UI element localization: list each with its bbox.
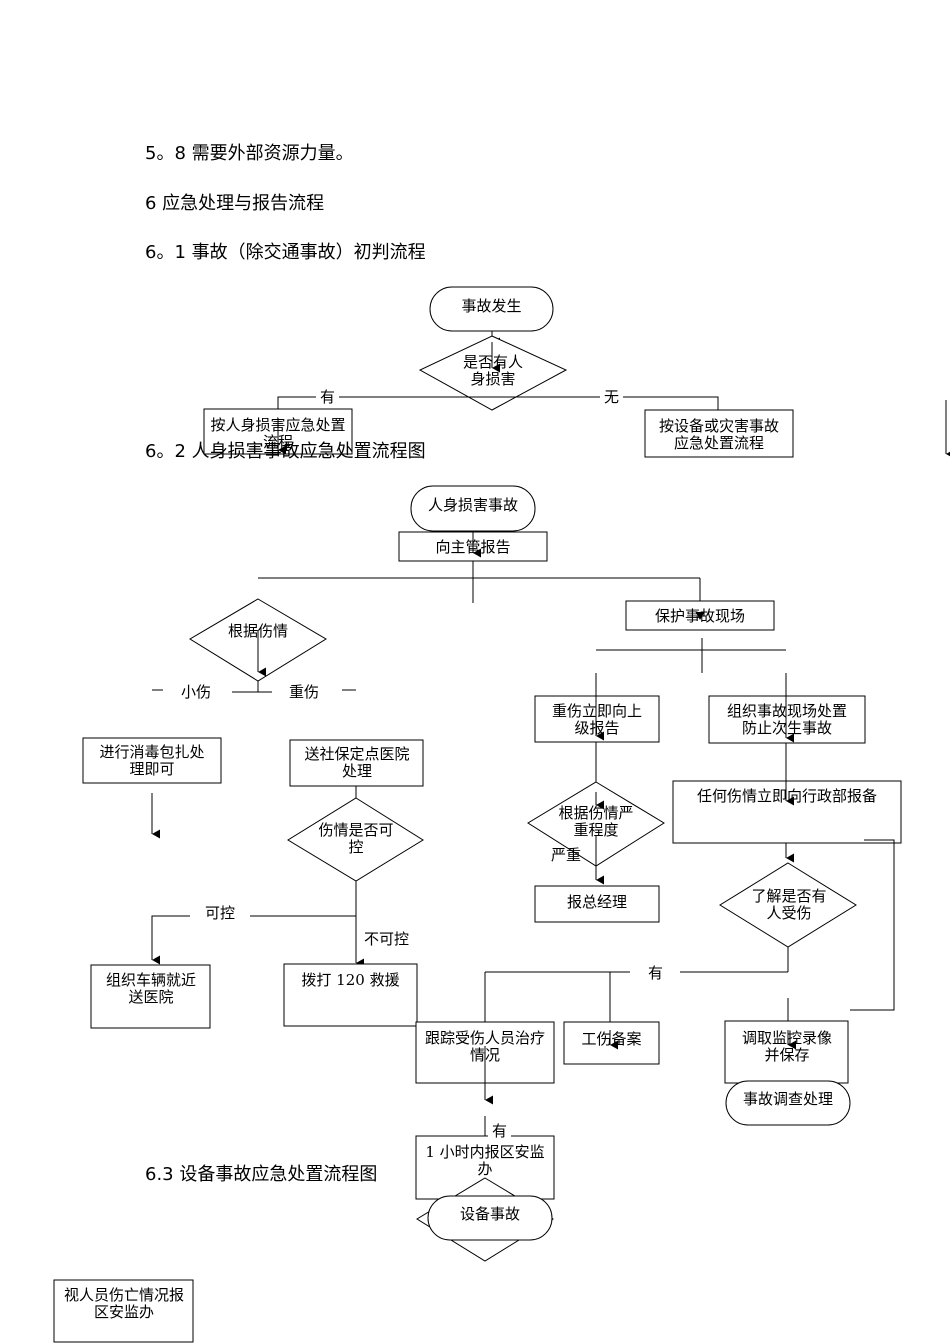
injury-start-node: 人身损害事故 [427,496,518,514]
report-supervisor-box: 向主管报告 [435,538,511,556]
severe-injury-label: 重伤 [285,681,324,702]
has-label-2: 有 [488,1120,512,1141]
organize-scene-box: 组织事故现场处置防止次生事故 [726,702,847,737]
investigation-node: 事故调查处理 [742,1090,833,1108]
serious-label: 严重 [550,846,581,864]
equipment-disaster-process-box: 按设备或灾害事故应急处置流程 [658,417,779,452]
injury-record-box: 工伤备案 [581,1030,642,1048]
has-label: 有 [644,962,668,983]
controllable-diamond: 伤情是否可控 [318,821,394,856]
heading-6-1: 6。1 事故（除交通事故）初判流程 [145,242,426,263]
report-gm-box: 报总经理 [566,893,627,911]
equipment-start-node: 设备事故 [459,1205,520,1223]
protect-scene-box: 保护事故现场 [654,607,745,625]
yes-label: 有 [316,386,340,407]
track-treatment-box: 跟踪受伤人员治疗情况 [424,1029,545,1064]
start-node: 事故发生 [461,297,522,315]
disinfect-box: 进行消毒包扎处理即可 [99,743,205,778]
severity-diamond: 根据伤情严重程度 [558,804,634,839]
uncontrollable-label: 不可控 [360,928,414,949]
no-label: 无 [600,386,624,407]
call-120-box: 拨打 120 救援 [301,971,400,989]
personal-injury-process-box: 按人身损害应急处置流程 [210,416,346,451]
one-hour-report-box: 1 小时内报区安监办 [425,1143,545,1178]
cctv-box: 调取监控录像并保存 [741,1029,832,1064]
controllable-label: 可控 [205,904,236,922]
admin-report-box: 任何伤情立即向行政部报备 [696,787,877,805]
heading-6-2: 6。2 人身损害事故应急处置流程图 [145,441,426,462]
hospital-box: 送社保定点医院处理 [304,745,410,780]
decision-diamond-shape [418,335,568,411]
decision-node: 是否有人身损害 [462,353,523,388]
heading-6-3: 6.3 设备事故应急处置流程图 [145,1164,378,1185]
casualty-report-box: 视人员伤亡情况报区安监办 [64,1286,185,1321]
report-superior-box: 重伤立即向上级报告 [551,702,642,737]
minor-injury-label: 小伤 [177,681,216,702]
vehicle-box: 组织车辆就近送医院 [105,971,196,1006]
heading-6: 6 应急处理与报告流程 [145,193,325,214]
anyone-hurt-diamond: 了解是否有人受伤 [751,887,827,922]
judge-injury-diamond: 根据伤情 [227,622,288,640]
heading-5-8: 5。8 需要外部资源力量。 [145,143,354,164]
